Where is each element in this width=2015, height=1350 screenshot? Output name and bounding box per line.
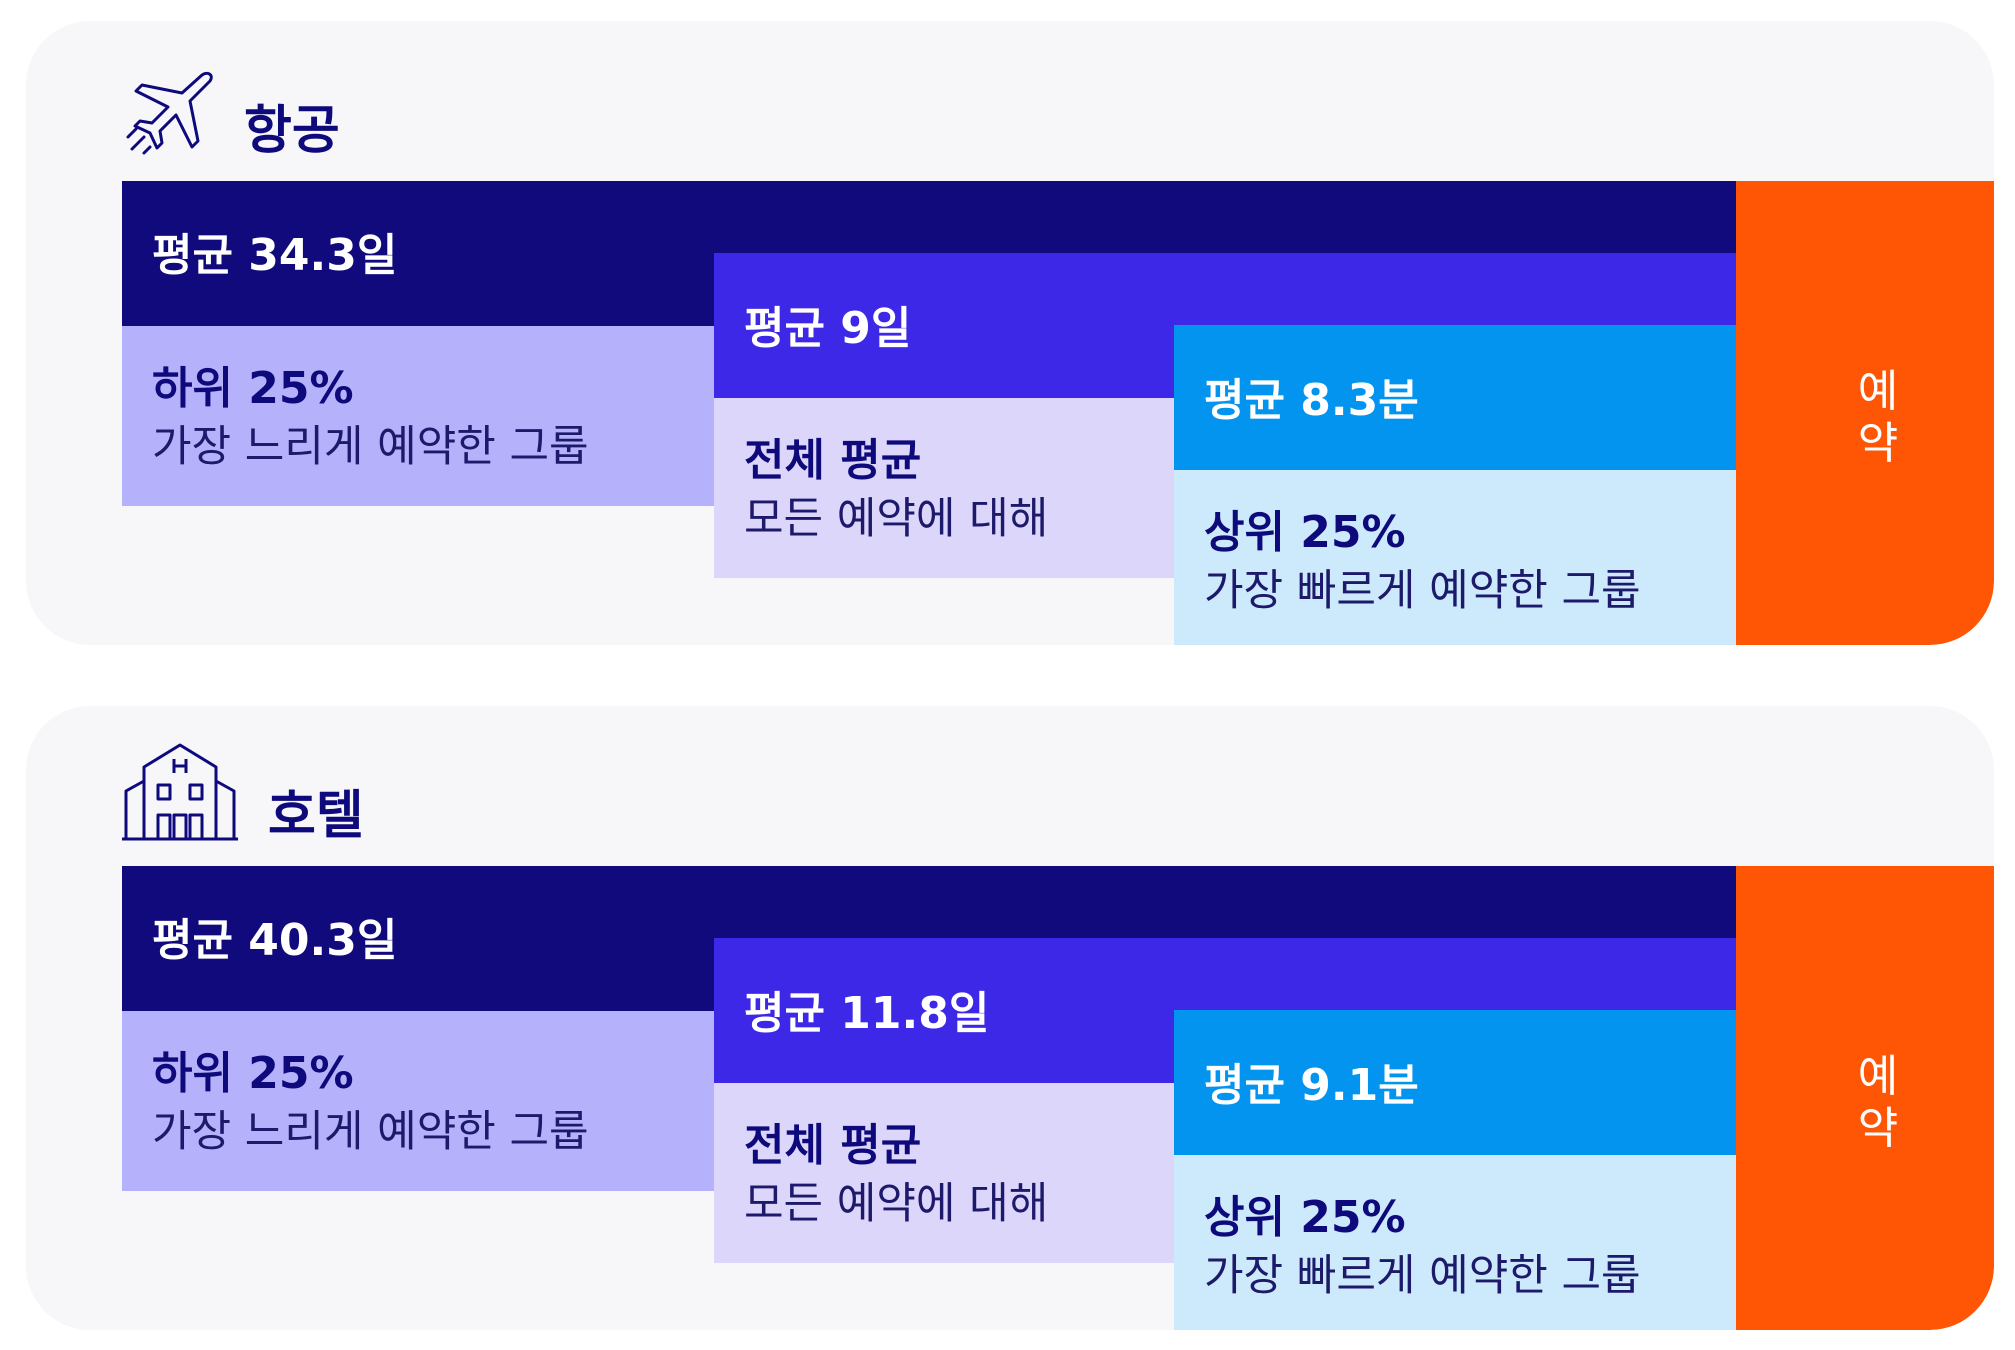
overall-heading: 전체 평균	[744, 435, 922, 486]
fast-group-heading: 상위 25%	[1204, 507, 1406, 558]
slow-group-average: 평균 40.3일	[152, 914, 398, 966]
airplane-icon	[124, 61, 220, 157]
fast-group-average-band: 평균 8.3분	[1174, 325, 1802, 470]
overall-description: 모든 예약에 대해	[744, 494, 1049, 544]
overall-heading: 전체 평균	[744, 1120, 922, 1171]
flight-panel: 항공 평균 34.3일 하위 25% 가장 느리게 예약한 그룹 평균 9일 전…	[26, 21, 1994, 645]
panel-title: 항공	[244, 101, 340, 161]
fast-group-heading: 상위 25%	[1204, 1192, 1406, 1243]
slow-group-heading: 하위 25%	[152, 363, 354, 414]
slow-group-heading: 하위 25%	[152, 1048, 354, 1099]
hotel-building-icon	[122, 741, 238, 841]
overall-box: 전체 평균 모든 예약에 대해	[714, 1083, 1174, 1263]
fast-group-average-band: 평균 9.1분	[1174, 1010, 1802, 1155]
booking-endpoint	[1736, 866, 1994, 1330]
overall-average: 평균 9일	[744, 302, 912, 354]
booking-label: 예약	[1857, 366, 1899, 469]
fast-group-description: 가장 빠르게 예약한 그룹	[1204, 566, 1641, 616]
fast-group-box: 상위 25% 가장 빠르게 예약한 그룹	[1174, 1155, 1736, 1330]
booking-endpoint	[1736, 181, 1994, 645]
fast-group-average: 평균 9.1분	[1204, 1059, 1419, 1111]
booking-label: 예약	[1857, 1051, 1899, 1154]
fast-group-description: 가장 빠르게 예약한 그룹	[1204, 1251, 1641, 1301]
slow-group-box: 하위 25% 가장 느리게 예약한 그룹	[122, 326, 714, 506]
slow-group-description: 가장 느리게 예약한 그룹	[152, 1107, 589, 1157]
fast-group-average: 평균 8.3분	[1204, 374, 1419, 426]
panel-title: 호텔	[268, 786, 364, 846]
overall-description: 모든 예약에 대해	[744, 1179, 1049, 1229]
overall-average: 평균 11.8일	[744, 987, 990, 1039]
fast-group-box: 상위 25% 가장 빠르게 예약한 그룹	[1174, 470, 1736, 645]
slow-group-box: 하위 25% 가장 느리게 예약한 그룹	[122, 1011, 714, 1191]
overall-box: 전체 평균 모든 예약에 대해	[714, 398, 1174, 578]
slow-group-description: 가장 느리게 예약한 그룹	[152, 422, 589, 472]
hotel-panel: 호텔 평균 40.3일 하위 25% 가장 느리게 예약한 그룹 평균 11.8…	[26, 706, 1994, 1330]
slow-group-average: 평균 34.3일	[152, 229, 398, 281]
